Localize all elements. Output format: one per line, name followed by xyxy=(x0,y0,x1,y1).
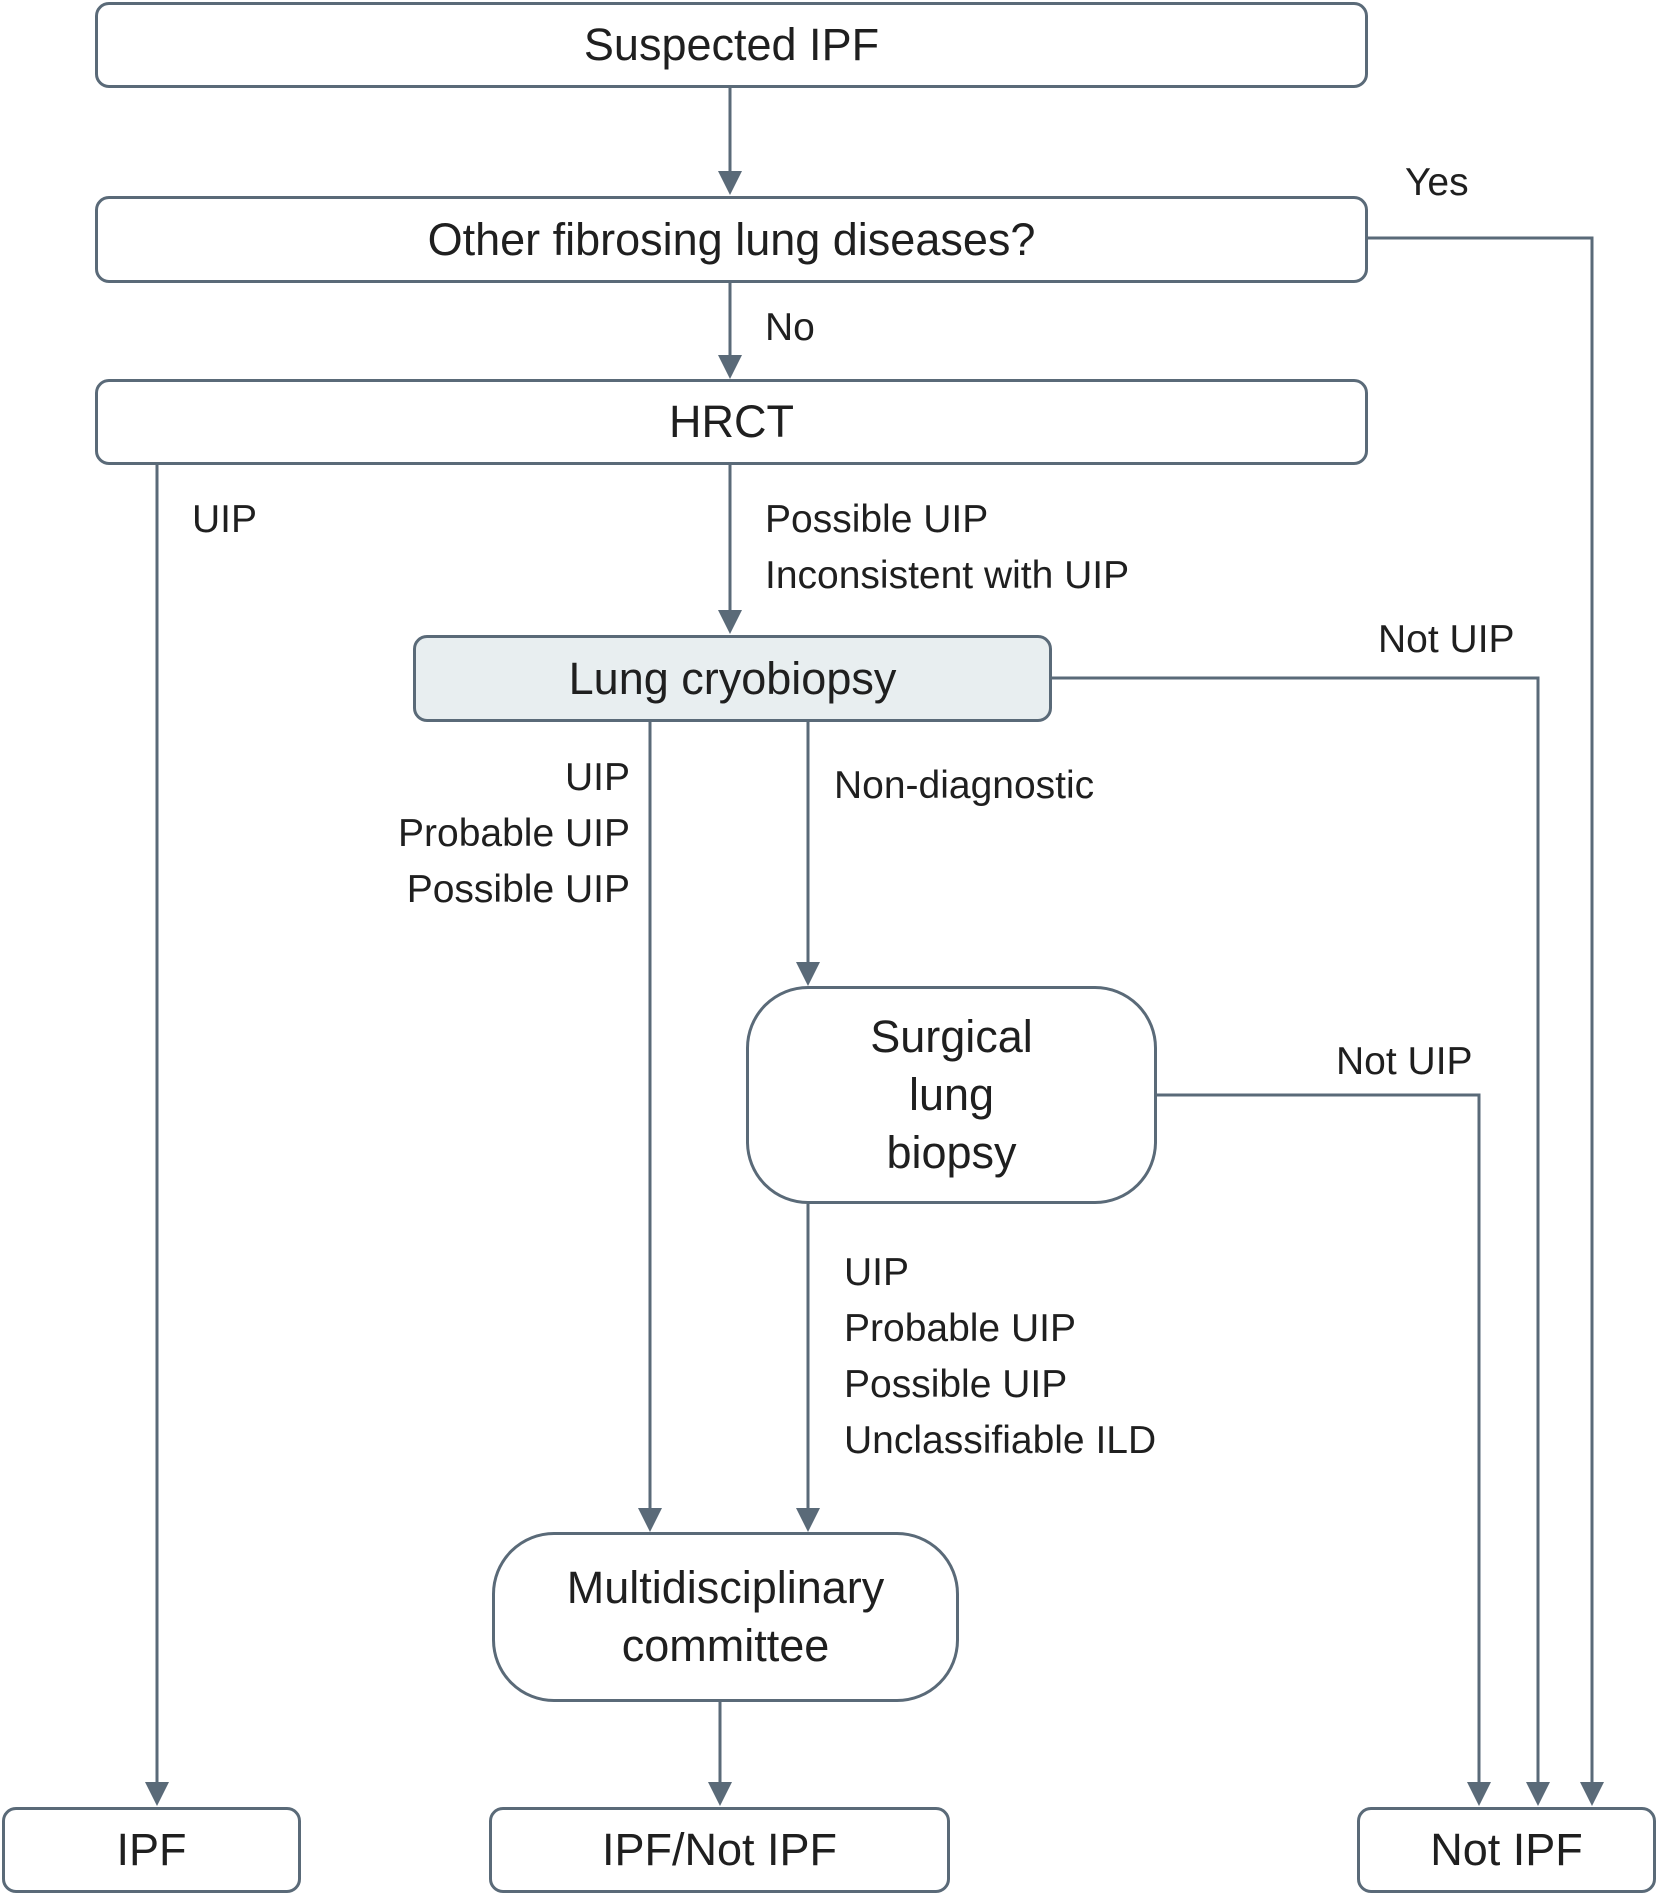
node-hrct: HRCT xyxy=(95,379,1368,465)
edge-surgical-not-uip-to-not-ipf xyxy=(1156,1093,1491,1806)
edge-label-surgical-not-uip: Not UIP xyxy=(1336,1040,1473,1083)
node-label-line: biopsy xyxy=(886,1127,1017,1178)
edge-cryobiopsy-not-uip-to-not-ipf xyxy=(1051,676,1550,1806)
node-surgical-lung-biopsy: Surgical lung biopsy xyxy=(746,986,1157,1204)
node-lung-cryobiopsy: Lung cryobiopsy xyxy=(413,635,1052,722)
edge-label-no: No xyxy=(765,306,815,349)
node-label: HRCT xyxy=(669,396,794,447)
edge-label-cryo-not-uip: Not UIP xyxy=(1378,618,1515,661)
edge-label-hrct-uip: UIP xyxy=(192,498,258,541)
node-label-line: lung xyxy=(908,1069,995,1120)
edge-label-surgical-results: UIP Probable UIP Possible UIP Unclassifi… xyxy=(844,1251,1157,1462)
node-ipf: IPF xyxy=(2,1807,301,1893)
node-other-fibrosing-diseases: Other fibrosing lung diseases? xyxy=(95,196,1368,283)
edge-label-nondiagnostic: Non-diagnostic xyxy=(834,764,1095,807)
node-not-ipf: Not IPF xyxy=(1357,1807,1656,1893)
node-multidisciplinary-committee: Multidisciplinary committee xyxy=(492,1532,959,1702)
edge-other-yes-to-not-ipf xyxy=(1367,236,1604,1806)
node-label: Lung cryobiopsy xyxy=(568,652,897,704)
node-label-line: Multidisciplinary xyxy=(566,1562,885,1613)
node-suspected-ipf: Suspected IPF xyxy=(95,2,1368,88)
edge-label-cryo-uip-list: UIP Probable UIP Possible UIP xyxy=(398,756,630,911)
node-label-line: Surgical xyxy=(870,1011,1033,1062)
node-label: Suspected IPF xyxy=(583,19,880,70)
node-label: IPF xyxy=(116,1824,187,1875)
node-ipf-not-ipf: IPF/Not IPF xyxy=(489,1807,950,1893)
node-label: Not IPF xyxy=(1430,1824,1583,1875)
node-label-line: committee xyxy=(621,1620,830,1671)
node-label: IPF/Not IPF xyxy=(601,1824,838,1875)
node-label: Other fibrosing lung diseases? xyxy=(427,213,1036,265)
edge-label-yes: Yes xyxy=(1405,161,1469,204)
edge-label-hrct-possible: Possible UIP Inconsistent with UIP xyxy=(765,498,1130,597)
